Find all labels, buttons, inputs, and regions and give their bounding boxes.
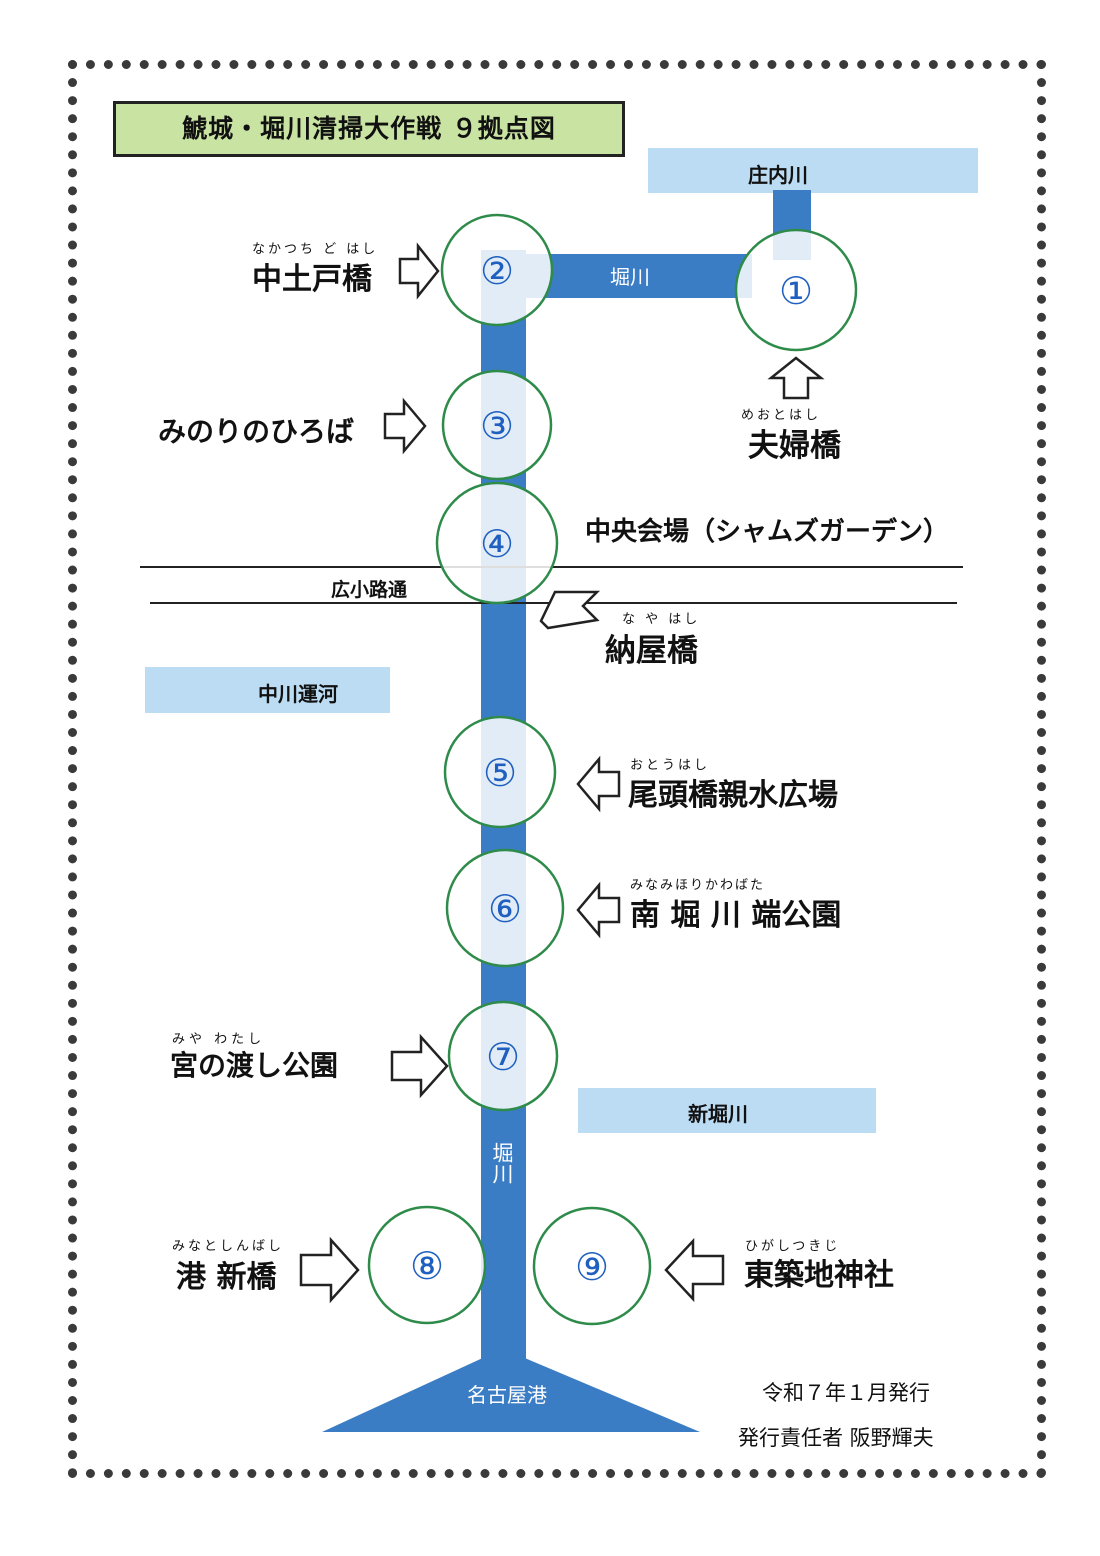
furigana-6: みなみほりかわばた [630,878,766,893]
map-title: 鯱城・堀川清掃大作戦 ９拠点図 [113,101,625,157]
arrow-icon-1-up [767,356,825,400]
arrow-icon-3 [383,397,427,455]
point-circle-7 [447,1000,559,1112]
point-number-3: ③ [480,404,514,448]
point-circle-3 [441,369,553,481]
nagoya-port-delta [322,1356,700,1432]
point-label-7: 宮の渡し公園 [170,1049,339,1082]
furigana-2: なかつち ど はし [252,242,379,257]
arrow-icon-5 [576,755,621,813]
hirokoji-road-label: 広小路通 [331,579,408,601]
point-label-3: みのりのひろば [158,415,355,448]
shinhorikawa-label: 新堀川 [688,1102,748,1126]
point-label-1: 夫婦橋 [748,428,841,464]
point-label-2: 中土戸橋 [252,262,372,297]
point-circle-2 [440,213,554,327]
point-number-5: ⑤ [483,751,517,795]
point-circle-1 [734,228,858,352]
point-number-9: ⑨ [575,1245,609,1289]
point-circle-6 [445,848,565,968]
horikawa-top-label: 堀川 [610,265,650,289]
point-number-2: ② [480,249,514,293]
furigana-8: みなとしんばし [172,1239,285,1254]
point-label-5: 尾頭橋親水広場 [628,778,838,813]
furigana-9: ひがしつきじ [745,1239,841,1254]
nakagawa-canal-label: 中川運河 [258,682,338,706]
furigana-nayabashi: な や はし [622,612,701,627]
point-circle-4 [435,481,559,605]
point-number-6: ⑥ [488,887,522,931]
nagoya-port-label: 名古屋港 [467,1383,547,1407]
furigana-7: みや わたし [172,1032,266,1047]
point-label-9: 東築地神社 [744,1258,894,1293]
point-circle-8 [367,1205,487,1325]
shonai-river-band [648,148,978,193]
point-circle-5 [443,715,557,829]
issue-date: 令和７年１月発行 [762,1381,930,1405]
point-label-4: 中央会場（シャムズガーデン） [585,517,950,547]
arrow-icon-6 [576,881,621,939]
horikawa-top [526,254,752,298]
shonai-river-label: 庄内川 [748,163,808,187]
point-number-8: ⑧ [410,1244,444,1288]
arrow-icon-nayabashi [539,590,601,630]
arrow-icon-9 [664,1237,725,1303]
point-number-4: ④ [480,522,514,566]
nakagawa-canal-band [145,667,390,713]
decorative-border [68,60,1046,1478]
publisher: 発行責任者 阪野輝夫 [738,1426,934,1450]
point-label-8: 港 新橋 [176,1260,277,1295]
furigana-1: めおとはし [741,408,822,423]
arrow-icon-7 [390,1033,449,1099]
point-number-1: ① [779,269,813,313]
shinhorikawa-canal-band [578,1088,876,1133]
point-label-6: 南 堀 川 端公園 [630,898,842,933]
point-circle-9 [532,1206,652,1326]
furigana-5: おとうはし [630,758,711,773]
arrow-icon-2 [398,242,440,300]
nayabashi-label: 納屋橋 [605,633,698,669]
arrow-icon-8 [299,1236,360,1304]
horikawa-vertical-label: 堀川 [490,1142,514,1184]
point-number-7: ⑦ [486,1035,520,1079]
